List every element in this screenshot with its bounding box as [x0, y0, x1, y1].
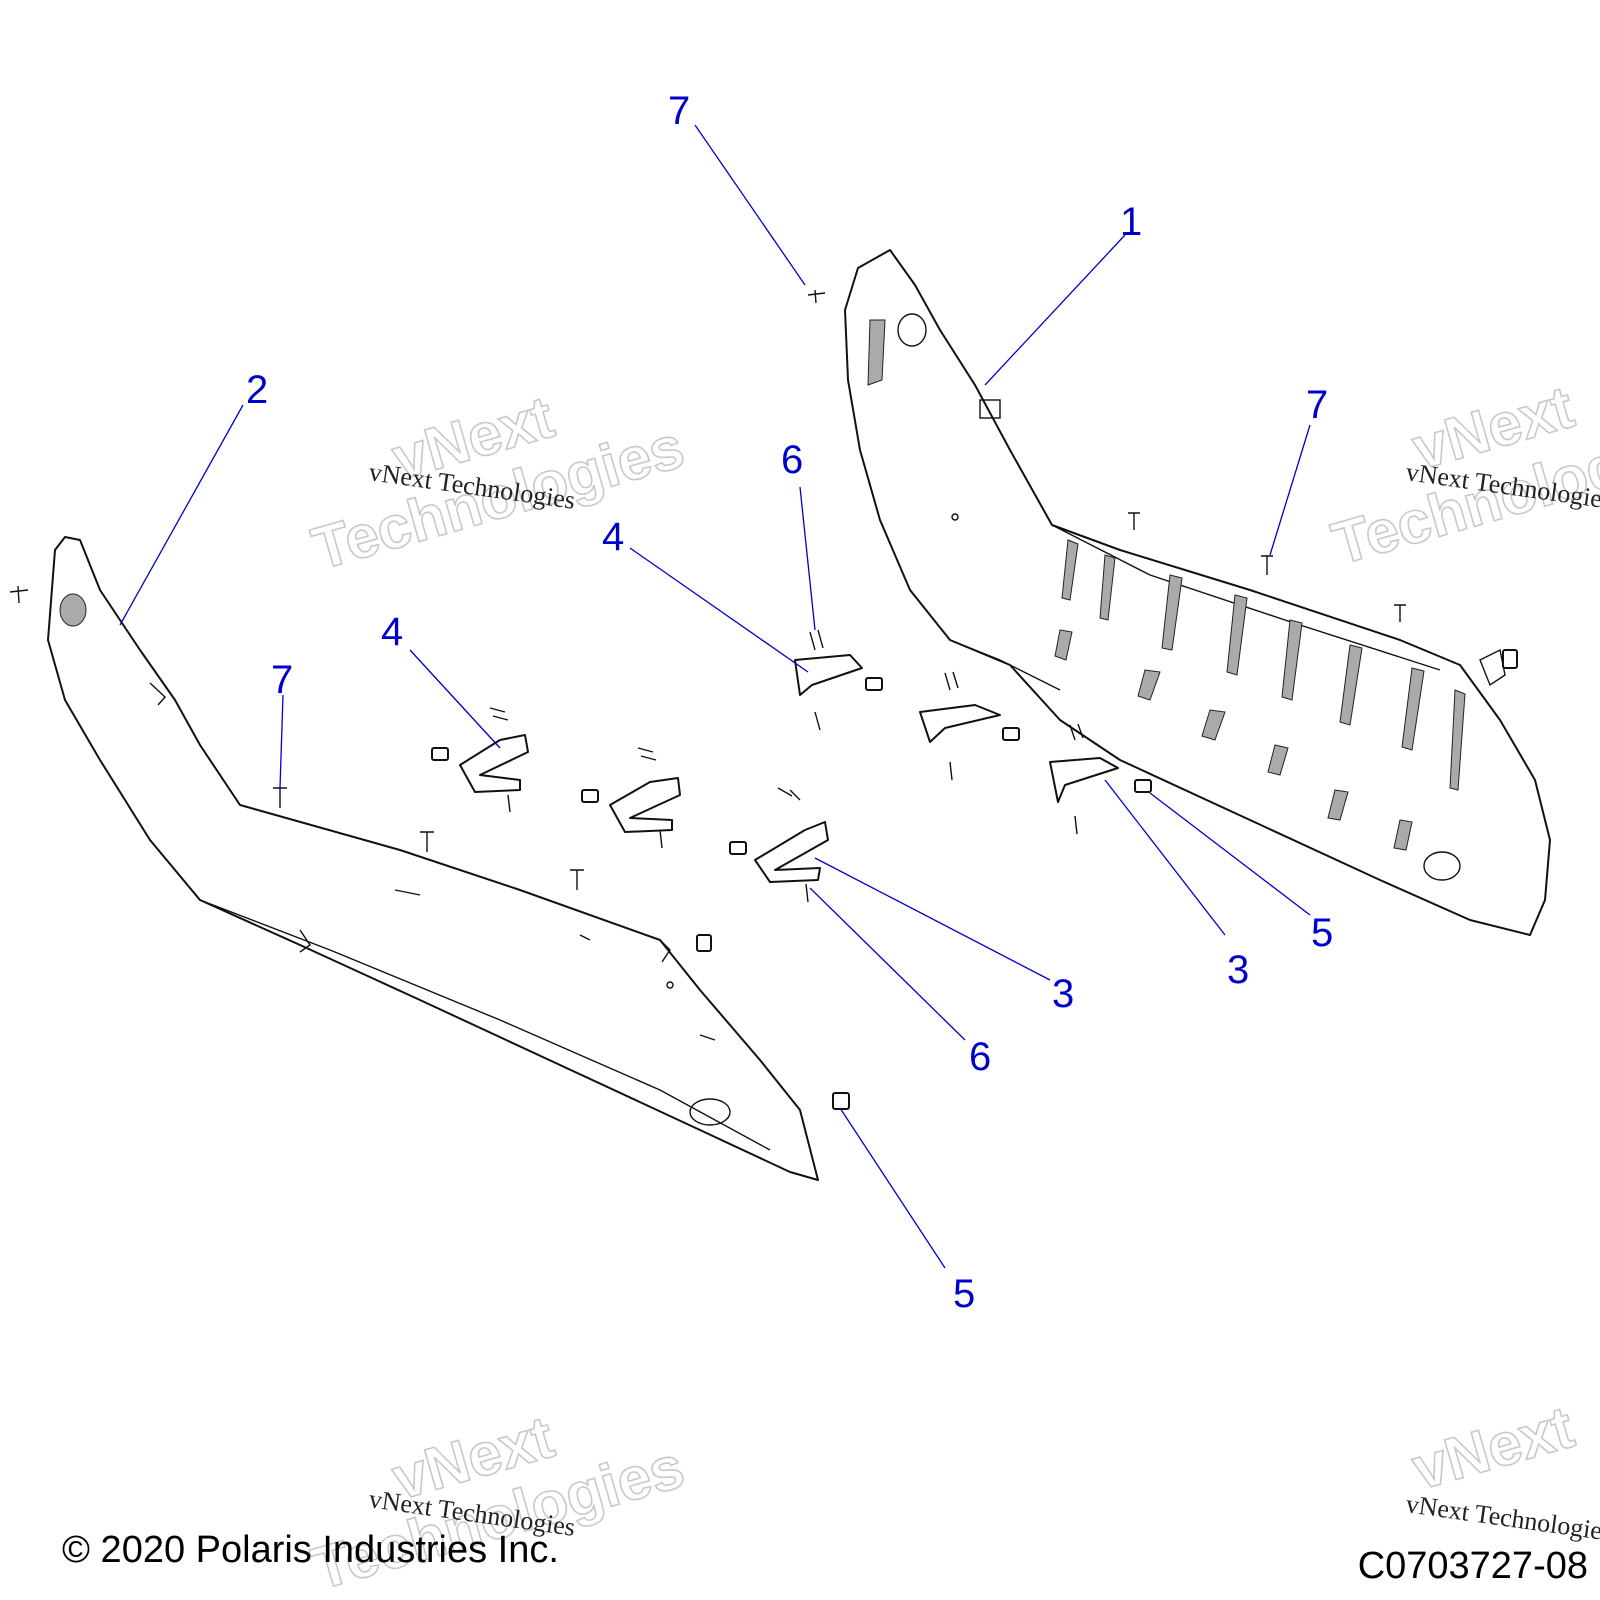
clip: [1502, 649, 1518, 669]
watermark-brand: vNext: [1405, 1393, 1581, 1502]
callout-number: 4: [381, 610, 403, 654]
watermark-text: vNext Technologies: [1404, 1489, 1600, 1547]
part-3-bracket-right: [1049, 757, 1119, 803]
screw: [1128, 512, 1140, 530]
callout-number: 2: [246, 368, 268, 412]
callout-number: 6: [969, 1035, 991, 1079]
callout-number: 5: [953, 1272, 975, 1316]
bolt: [949, 761, 953, 781]
clips: [431, 649, 1518, 1110]
part-bracket-center: [919, 704, 1001, 743]
callout-number: 7: [668, 89, 690, 133]
screw: [570, 869, 584, 890]
callout-number: 3: [1227, 948, 1249, 992]
clip: [1002, 727, 1020, 741]
bolt: [1074, 815, 1078, 835]
bolt: [489, 707, 509, 721]
screw: [273, 787, 287, 808]
callout-number: 4: [602, 515, 624, 559]
screw: [1261, 555, 1273, 575]
callout-number: 5: [1311, 911, 1333, 955]
part-1-panel: [844, 249, 1551, 936]
bolt: [809, 629, 824, 651]
callout-number: 1: [1120, 200, 1142, 244]
clip: [431, 747, 449, 761]
bolt: [659, 829, 663, 849]
screw: [9, 585, 29, 604]
clip: [865, 677, 883, 691]
clip: [729, 841, 747, 855]
leader-lines: [119, 124, 1311, 1269]
bolt: [777, 787, 801, 801]
bolt: [944, 671, 959, 691]
screw: [807, 289, 826, 304]
bolt: [805, 883, 809, 903]
callout-number: 7: [1306, 383, 1328, 427]
bolt: [507, 794, 511, 813]
screw: [420, 831, 434, 852]
clip: [696, 934, 712, 952]
screw: [1394, 604, 1406, 622]
callout-number: 7: [271, 658, 293, 702]
copyright-text: © 2020 Polaris Industries Inc.: [62, 1529, 559, 1571]
figure-code: C0703727-08: [1358, 1545, 1588, 1587]
clip: [832, 1092, 850, 1110]
bolt: [637, 747, 657, 761]
part-4-bracket-left: [459, 734, 529, 793]
bolt: [1069, 723, 1084, 741]
part-4-bracket-mid: [609, 777, 681, 833]
fasteners: [9, 289, 1406, 903]
part-3-bracket-mid: [754, 821, 829, 883]
part-4-bracket-upper: [794, 654, 863, 696]
clip: [581, 789, 599, 803]
part-2-panel: [47, 536, 819, 1181]
callout-number: 6: [781, 438, 803, 482]
clip: [1134, 779, 1152, 793]
bolt: [814, 711, 821, 731]
callouts: 7 1 2 7 6 4 4 7 6 3 5 3 5 6 5: [246, 89, 1333, 1316]
callout-number: 3: [1052, 972, 1074, 1016]
